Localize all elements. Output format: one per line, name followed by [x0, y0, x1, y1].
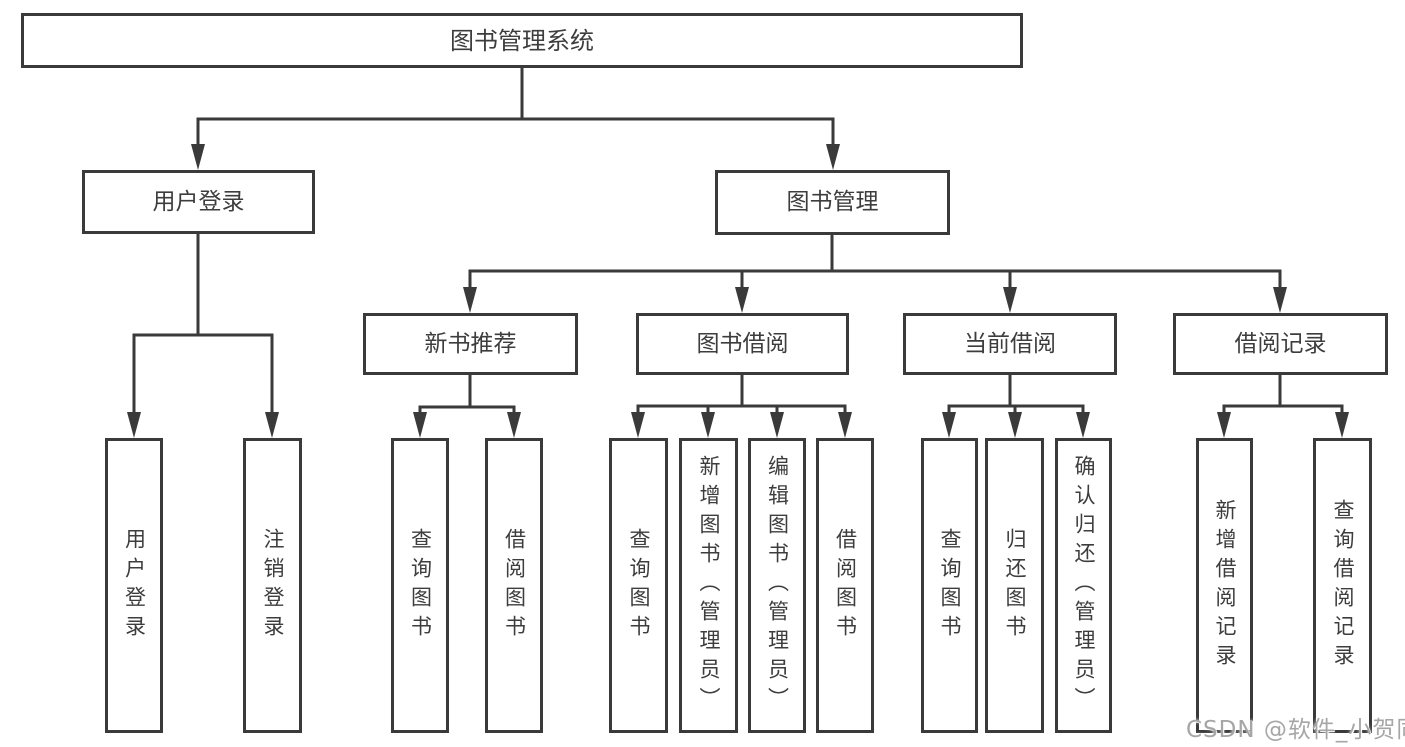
node-borrow-records: 借阅记录: [1173, 313, 1388, 375]
node-leaf-return-books: 归还图书: [985, 438, 1044, 733]
node-leaf-add-book-admin: 新增图书（管理员）: [679, 438, 738, 733]
connector-borrow-splitter: [636, 404, 847, 416]
node-library-system: 图书管理系统: [21, 13, 1023, 68]
node-leaf-user-login: 用户登录: [105, 438, 163, 733]
node-leaf-logout: 注销登录: [243, 438, 302, 733]
node-new-book-recommend: 新书推荐: [363, 313, 578, 375]
connector-records-splitter: [1222, 404, 1344, 416]
node-leaf-query-borrow-record: 查询借阅记录: [1313, 438, 1372, 733]
node-current-borrow: 当前借阅: [903, 313, 1117, 375]
node-leaf-borrow-books: 借阅图书: [816, 438, 874, 733]
node-leaf-query-books-recommend: 查询图书: [391, 438, 449, 733]
node-leaf-confirm-return-admin: 确认归还（管理员）: [1055, 438, 1112, 733]
connector-newbook-splitter: [418, 405, 516, 416]
connector-current-splitter: [947, 404, 1085, 416]
node-leaf-query-books-current: 查询图书: [921, 438, 978, 733]
node-leaf-edit-book-admin: 编辑图书（管理员）: [748, 438, 806, 733]
connector-level1-splitter: [196, 117, 835, 148]
connector-level2-splitter: [468, 269, 1282, 291]
node-leaf-add-borrow-record: 新增借阅记录: [1196, 438, 1253, 733]
node-leaf-borrow-books-recommend: 借阅图书: [485, 438, 543, 733]
node-book-management: 图书管理: [715, 170, 950, 235]
node-book-borrow: 图书借阅: [636, 313, 849, 375]
watermark: CSDN @软件_小贺同学: [1186, 717, 1405, 743]
node-leaf-query-books-borrow: 查询图书: [609, 438, 668, 733]
node-user-login: 用户登录: [82, 170, 315, 234]
connector-login-splitter: [132, 333, 274, 416]
